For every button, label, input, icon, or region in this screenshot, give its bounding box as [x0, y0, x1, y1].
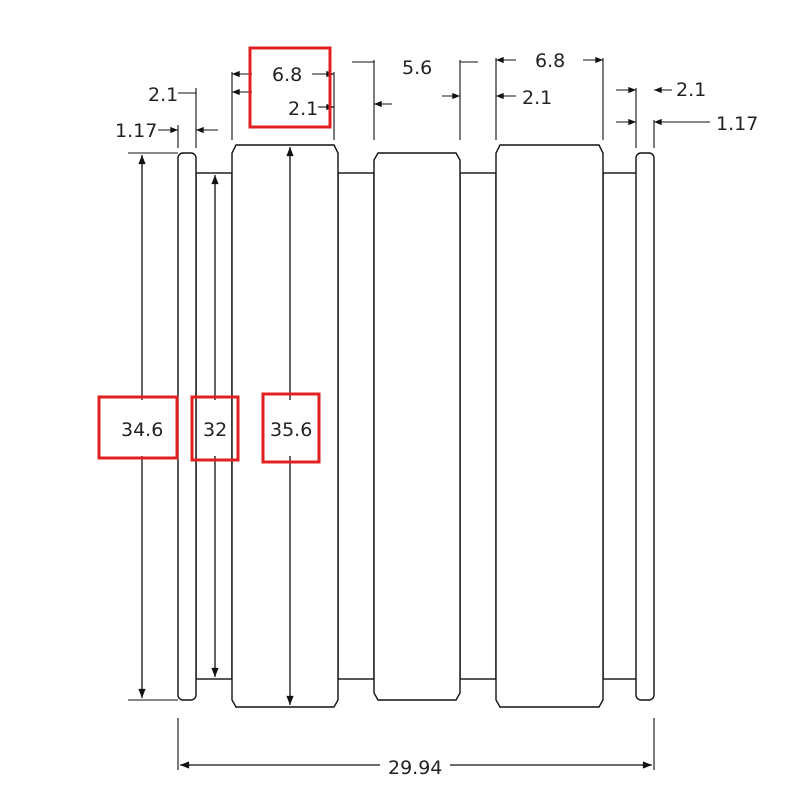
dim-gap-right-inner: 2.1: [496, 87, 552, 109]
hub-core-mid-left: [337, 172, 375, 680]
dim-flange-right-label: 1.17: [716, 113, 758, 135]
dim-middle-width: 5.6: [352, 57, 478, 108]
hub-core-mid-right: [459, 172, 497, 680]
highlight-tooth-diameter: [261, 392, 321, 464]
dim-middle-width-label: 5.6: [402, 57, 432, 79]
dim-tooth-gap-top-label: 2.1: [288, 98, 318, 120]
dim-tooth-width-top: 6.8: [232, 64, 334, 86]
dim-tooth-width-top-label: 6.8: [272, 64, 302, 86]
dim-tooth-width-right-label: 6.8: [535, 50, 565, 72]
dim-total-length: 29.94: [177, 718, 655, 779]
dim-tooth-gap-top: 2.1: [232, 88, 334, 120]
dim-tooth-diameter-label: 35.6: [270, 419, 312, 441]
dim-root-diameter-label: 32: [203, 419, 227, 441]
dim-flange-left: 1.17: [115, 120, 218, 142]
hub-core-right: [602, 172, 640, 680]
dim-gap-right-inner-label: 2.1: [522, 87, 552, 109]
hub-core-left: [195, 172, 233, 680]
dim-flange-right: 1.17: [616, 113, 758, 135]
dim-flange-left-label: 1.17: [115, 120, 157, 142]
highlight-boxes: [97, 46, 332, 464]
dim-root-diameter: 32: [203, 175, 227, 677]
highlight-top-dims: [248, 46, 332, 129]
highlight-root-diameter: [190, 395, 240, 462]
dim-outer-diameter-label: 34.6: [121, 419, 163, 441]
dim-outer-diameter: 34.6: [121, 152, 178, 701]
dim-tooth-diameter: 35.6: [270, 147, 312, 705]
dim-gap-left-label: 2.1: [148, 84, 178, 106]
highlight-outer-diameter: [97, 395, 179, 460]
dim-gap-right: 2.1: [616, 79, 706, 101]
dim-total-length-label: 29.94: [388, 757, 442, 779]
pulley-body: [177, 144, 655, 708]
dim-gap-right-label: 2.1: [676, 79, 706, 101]
flange-right: [635, 152, 655, 701]
tooth-2: [495, 144, 604, 708]
middle-section: [373, 152, 461, 701]
dim-tooth-width-right: 6.8: [496, 50, 604, 72]
dim-gap-left: 2.1: [148, 84, 196, 106]
tooth-1: [231, 144, 339, 708]
